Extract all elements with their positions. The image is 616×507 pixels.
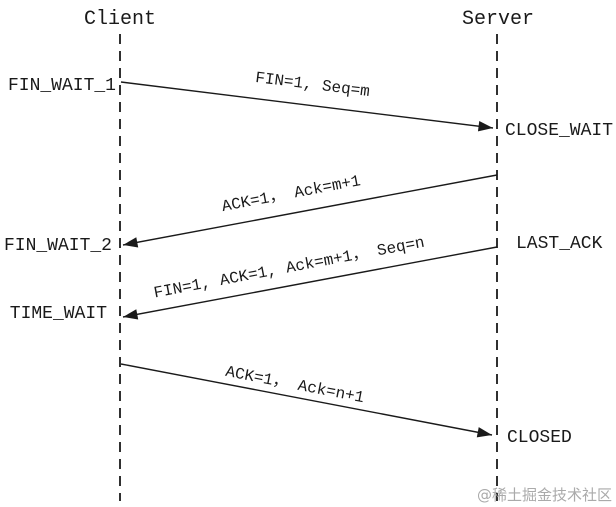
- message-label-ack2: ACK=1， Ack=n+1: [224, 363, 366, 407]
- state-label-fin-wait-2: FIN_WAIT_2: [4, 236, 112, 256]
- watermark-text: @稀土掘金技术社区: [477, 486, 612, 504]
- server-lifeline-label: Server: [462, 8, 534, 31]
- message-label-fin: FIN=1, Seq=m: [254, 69, 371, 101]
- state-label-time-wait: TIME_WAIT: [10, 304, 107, 324]
- message-arrow-ack1: [122, 174, 498, 248]
- client-lifeline-label: Client: [84, 8, 156, 31]
- state-label-closed: CLOSED: [507, 428, 572, 448]
- state-label-close-wait: CLOSE_WAIT: [505, 121, 613, 141]
- message-arrow-ack2: [120, 363, 493, 438]
- message-arrow-fin: [120, 81, 494, 132]
- message-arrow-fin-ack: [122, 246, 498, 320]
- state-label-fin-wait-1: FIN_WAIT_1: [8, 76, 116, 96]
- message-label-ack1: ACK=1， Ack=m+1: [220, 172, 362, 216]
- state-label-last-ack: LAST_ACK: [516, 234, 603, 254]
